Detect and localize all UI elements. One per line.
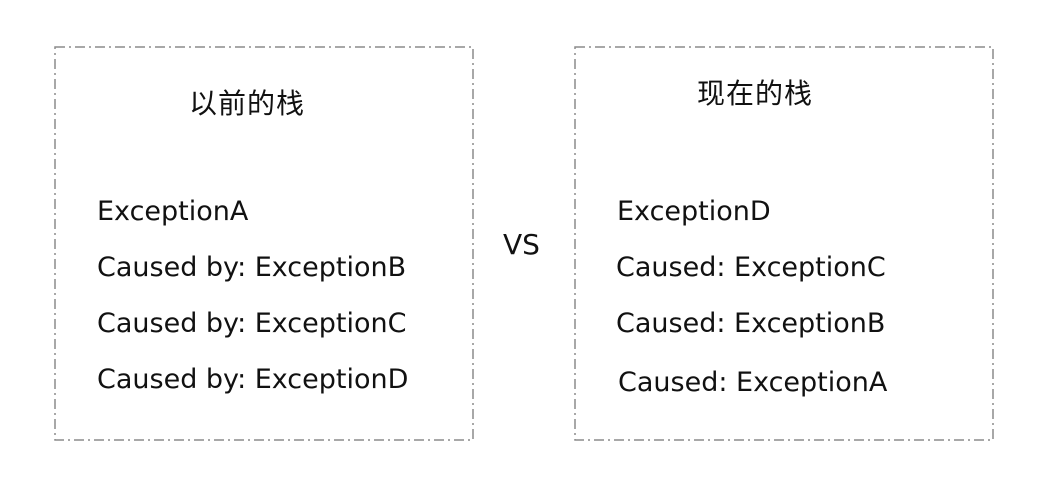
left-stack-line: Caused by: ExceptionC: [97, 308, 407, 339]
right-panel-title: 现在的栈: [697, 77, 814, 110]
left-stack-line: Caused by: ExceptionB: [97, 252, 407, 283]
left-panel-title: 以前的栈: [189, 87, 306, 120]
left-stack-line: Caused by: ExceptionD: [97, 364, 409, 395]
vs-separator: VS: [503, 228, 540, 261]
right-stack-line: Caused: ExceptionB: [616, 308, 886, 339]
right-stack-line: Caused: ExceptionC: [616, 252, 886, 283]
right-stack-line: Caused: ExceptionA: [618, 367, 888, 398]
left-stack-line: ExceptionA: [97, 196, 249, 227]
right-stack-line: ExceptionD: [617, 196, 771, 227]
